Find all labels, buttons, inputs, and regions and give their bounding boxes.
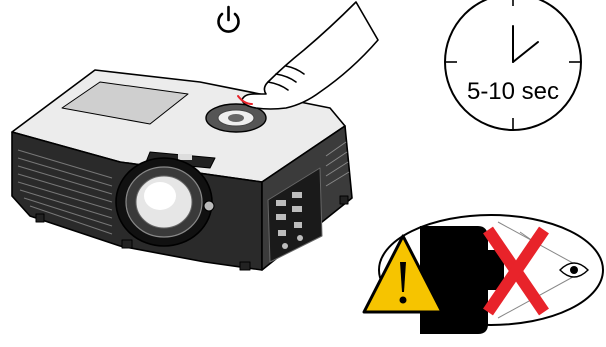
warning-group — [364, 215, 603, 334]
clock-icon: 5-10 sec — [445, 0, 581, 130]
power-icon — [219, 7, 239, 32]
timer-label: 5-10 sec — [467, 78, 559, 105]
pointing-hand-icon — [238, 2, 378, 109]
